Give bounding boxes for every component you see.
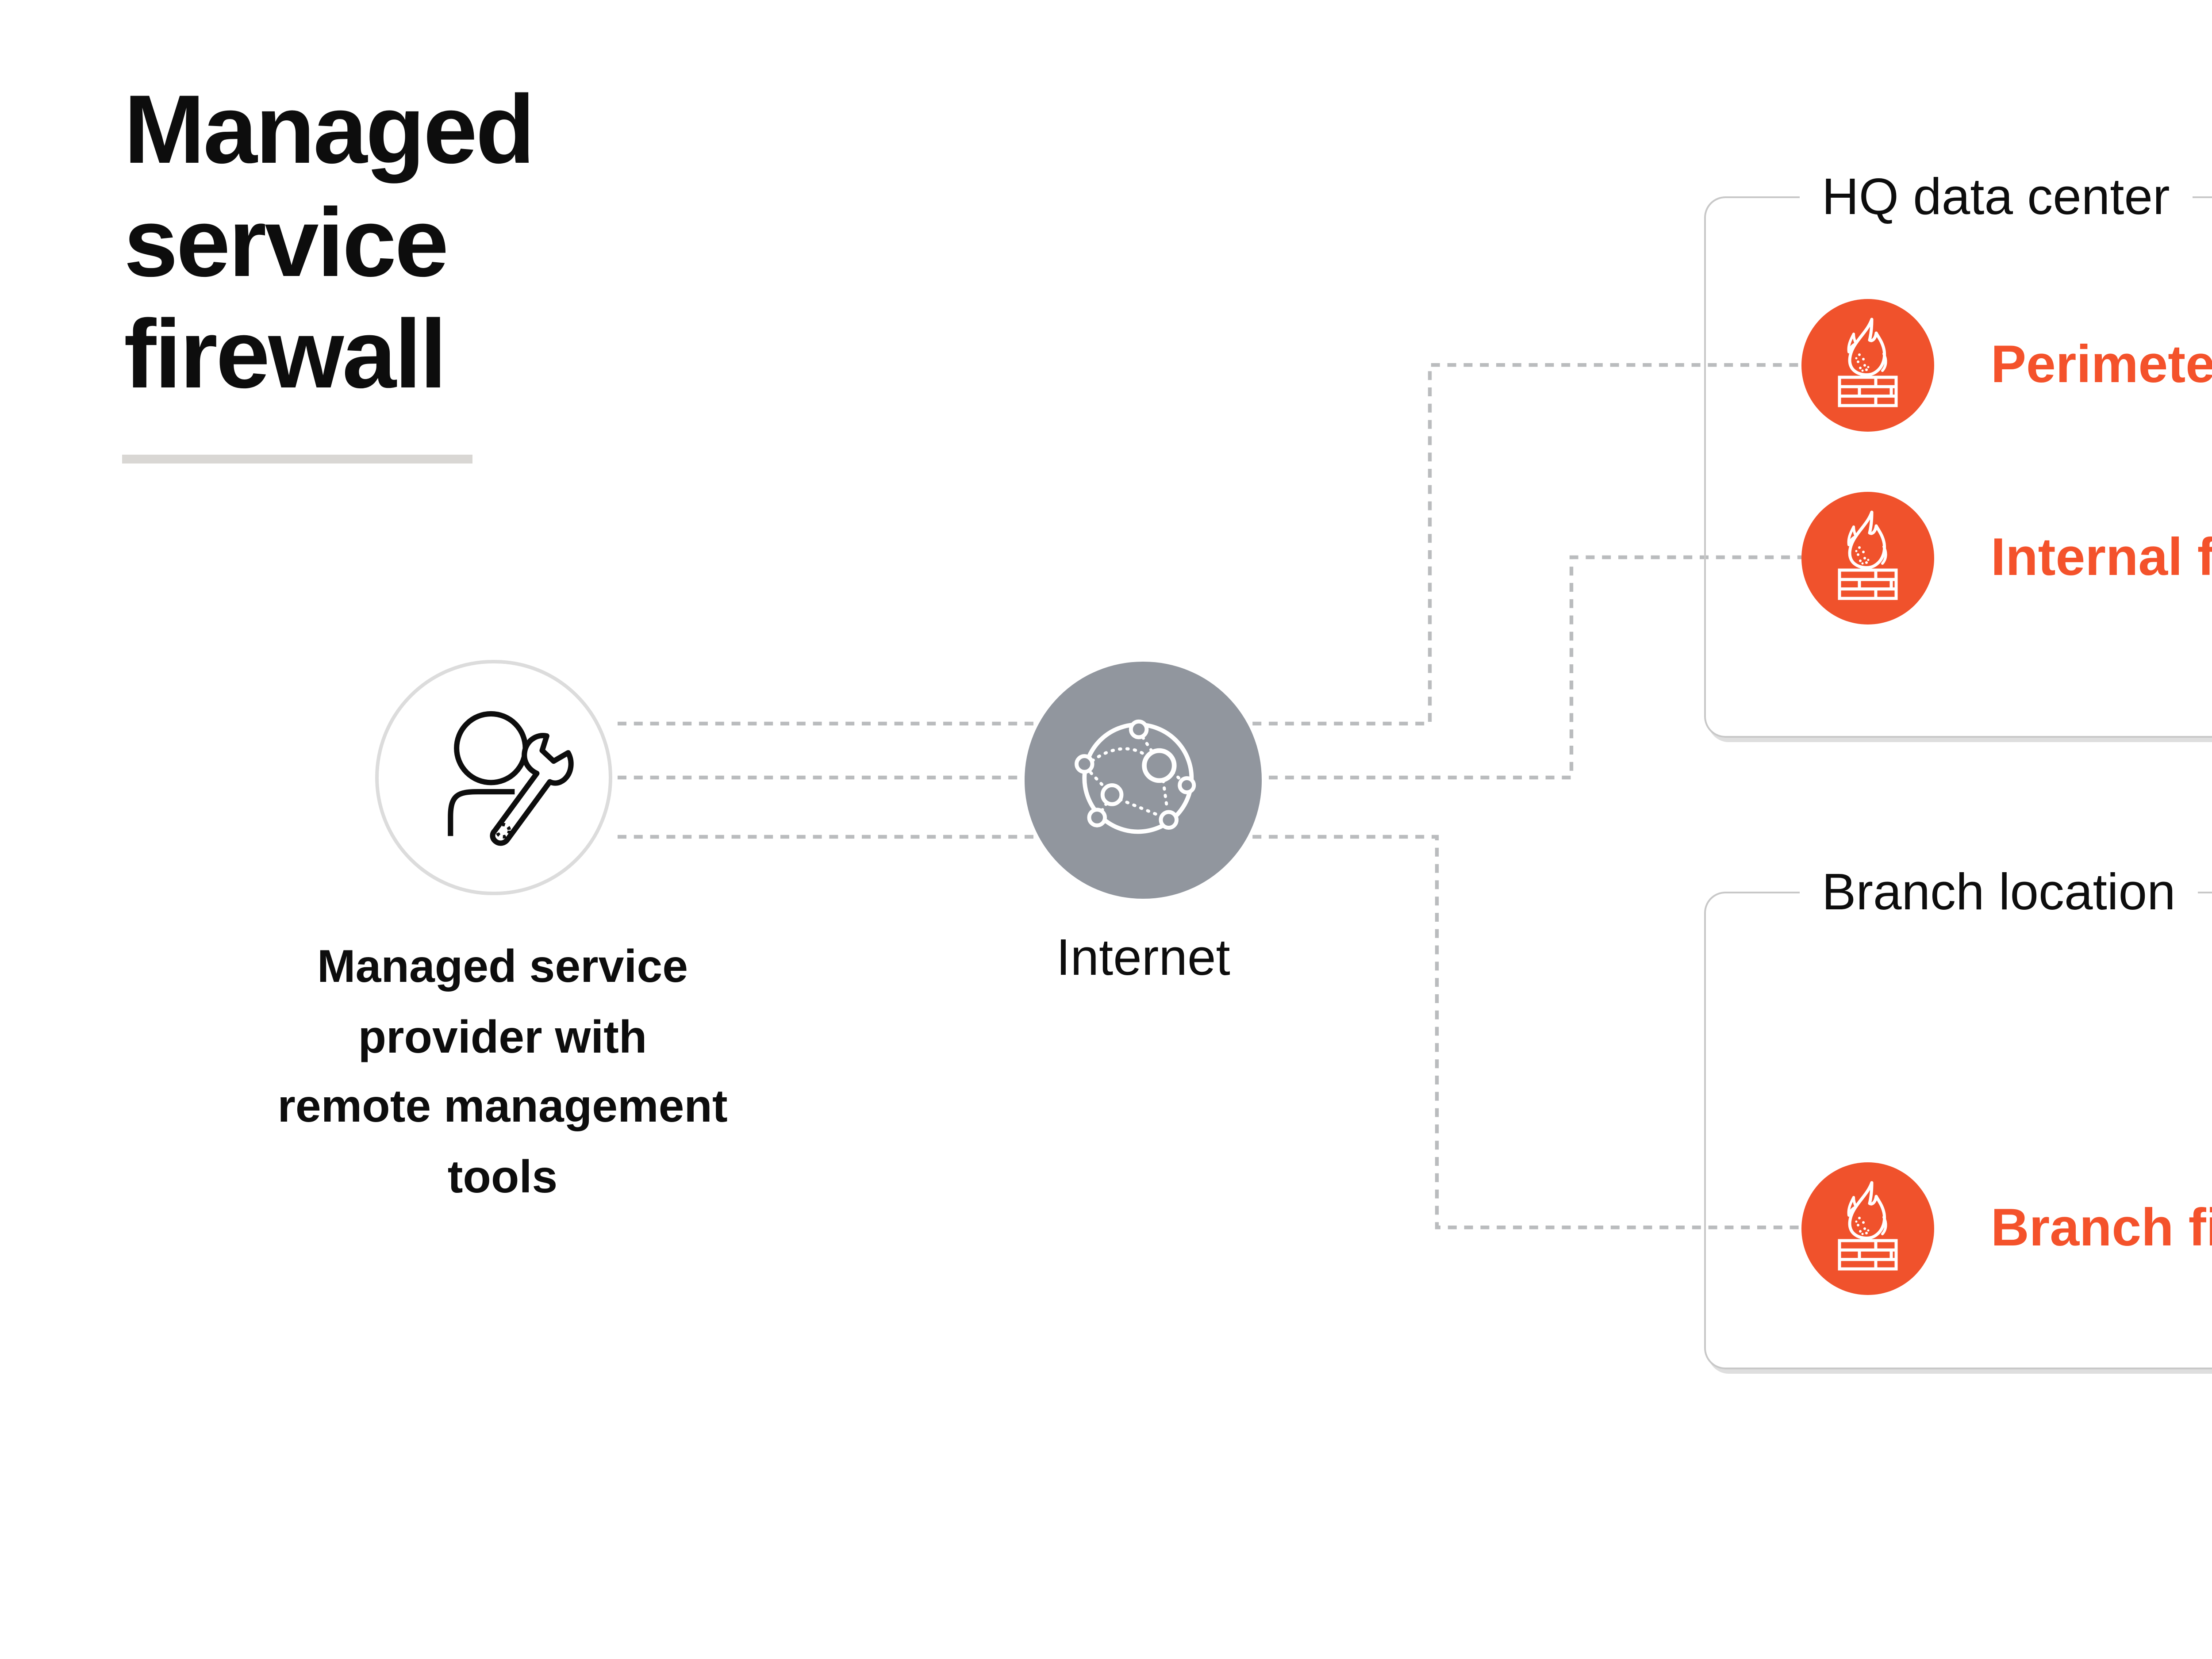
connector-provider-to-branch-firewalls [618,835,1801,1230]
branch-firewalls-item [1801,1161,1934,1294]
page-title-line-1: Managed [124,74,535,184]
internet-label: Internet [1056,931,1230,987]
branch-zone-label: Branch location [1799,863,2199,923]
technician-wrench-icon [448,711,574,846]
caption-line-3: remote management [277,1079,728,1132]
hq-zone-box: HQ data center [1703,168,2212,738]
internal-firewalls-label: Internal firewalls [1991,528,2212,586]
network-globe-icon [1075,720,1197,835]
hq-zone-label: HQ data center [1799,168,2193,228]
branch-firewalls-label: Branch firewalls [1991,1199,2212,1257]
page-title-line-2: service [124,187,449,296]
firewall-icon [1801,299,1934,432]
caption-line-2: provider with [358,1009,647,1062]
page-title-line-3: firewall [124,299,447,409]
perimeter-firewalls-label: Perimeter firewalls [1991,336,2212,395]
internet-node [1025,662,1262,899]
page-title: Managed service firewall [124,74,535,411]
caption-line-4: tools [447,1149,558,1202]
service-provider-caption: Managed service provider with remote man… [184,932,821,1212]
service-provider-node [376,659,612,896]
caption-line-1: Managed service [317,939,688,992]
firewall-icon [1801,1161,1934,1294]
firewall-icon [1801,491,1934,624]
branch-zone-box: Branch location [1703,863,2212,1369]
perimeter-firewalls-item [1801,299,1934,432]
connector-provider-to-perimeter-firewalls [618,363,1801,726]
internal-firewalls-item [1801,491,1934,624]
title-divider [122,455,472,463]
